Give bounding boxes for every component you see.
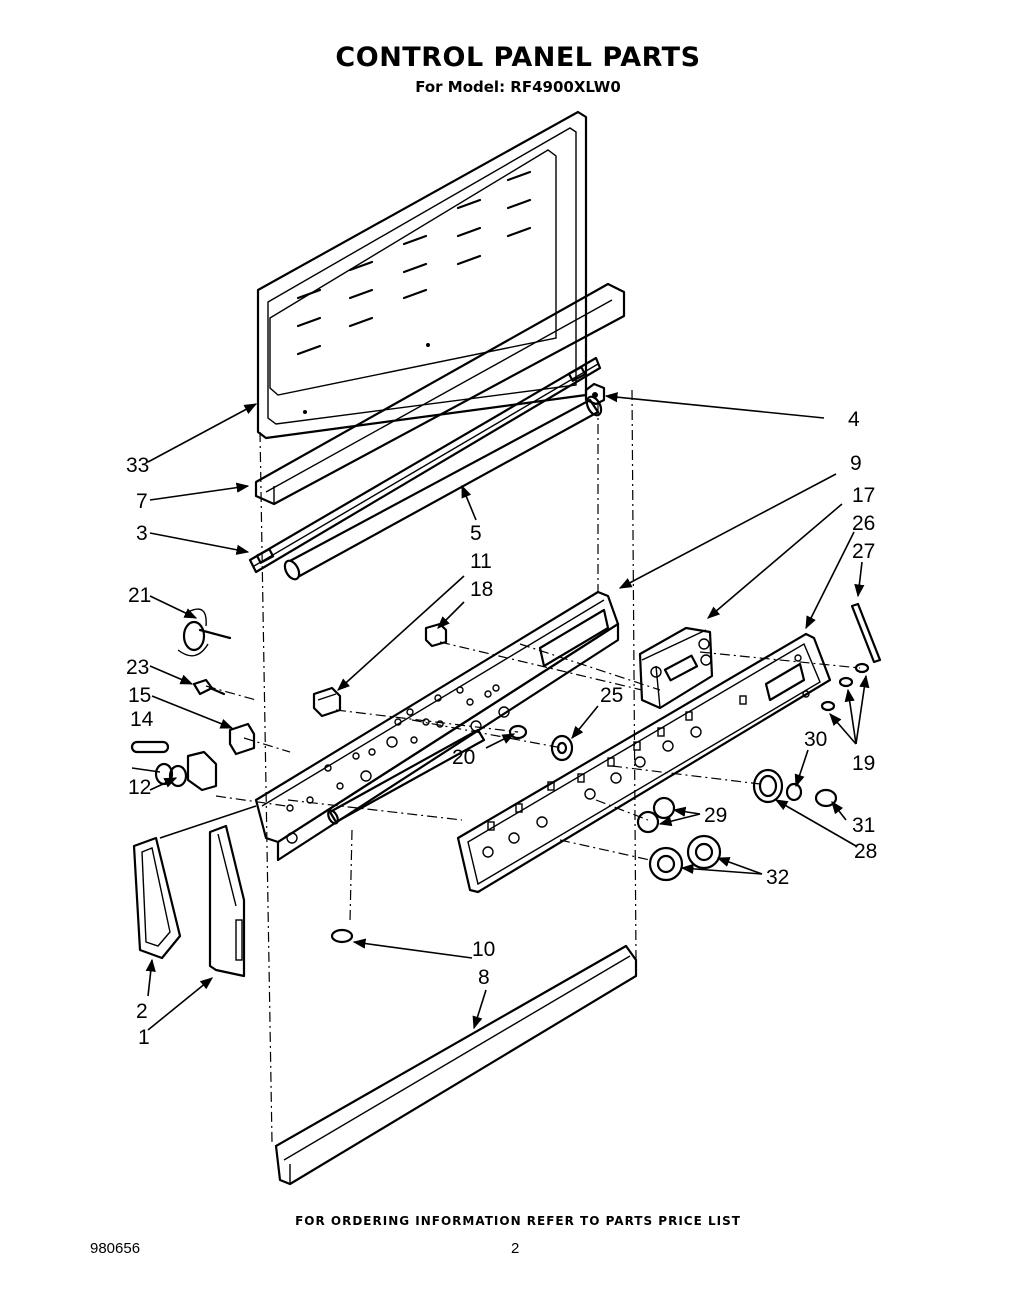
callout-14: 14 — [130, 708, 154, 731]
callout-8: 8 — [478, 966, 490, 989]
callout-11: 11 — [470, 550, 492, 573]
callout-32: 32 — [766, 866, 789, 889]
document-number: 980656 — [90, 1240, 141, 1257]
leader-lines — [145, 392, 870, 1031]
callout-1: 1 — [138, 1026, 150, 1049]
callout-25: 25 — [600, 684, 623, 707]
callout-9: 9 — [850, 452, 862, 475]
part-7-channel-trim — [254, 282, 626, 506]
callout-2: 2 — [136, 1000, 148, 1023]
part-27-trim-strip — [850, 602, 882, 664]
part-21-switch — [177, 608, 232, 657]
callout-29: 29 — [704, 804, 727, 827]
callout-10: 10 — [472, 938, 495, 961]
callout-12: 12 — [128, 776, 151, 799]
part-3-lamp-bracket — [248, 356, 602, 574]
part-9-panel-backing — [254, 590, 620, 862]
callout-30: 30 — [804, 728, 827, 751]
part-25-grommet — [550, 734, 574, 762]
part-32-large-knobs — [648, 834, 722, 882]
page-title: CONTROL PANEL PARTS — [335, 42, 701, 73]
callout-5: 5 — [470, 522, 482, 545]
callout-26: 26 — [852, 512, 875, 535]
page-number: 2 — [511, 1240, 520, 1257]
callout-15: 15 — [128, 684, 151, 707]
ordering-note: FOR ORDERING INFORMATION REFER TO PARTS … — [295, 1214, 741, 1228]
part-11-connector — [312, 686, 342, 718]
callout-labels: 33 7 3 4 5 9 17 26 27 11 18 21 23 15 14 … — [126, 408, 877, 1049]
part-15-receptacle — [228, 722, 256, 756]
alignment-lines — [205, 389, 861, 1143]
part-8-bottom-trim — [274, 944, 638, 1186]
callout-23: 23 — [126, 656, 149, 679]
part-29-small-knobs — [636, 796, 676, 834]
part-17-clock-timer — [638, 626, 714, 710]
callout-28: 28 — [854, 840, 877, 863]
backing-holes — [286, 684, 510, 844]
callout-21: 21 — [128, 584, 151, 607]
part-30-spring — [785, 782, 803, 802]
model-subtitle: For Model: RF4900XLW0 — [415, 78, 621, 96]
burner-graphics — [482, 726, 702, 858]
callout-17: 17 — [852, 484, 875, 507]
callout-31: 31 — [852, 814, 875, 837]
part-14-fuse — [130, 740, 170, 754]
callout-33: 33 — [126, 454, 149, 477]
vent-slots — [296, 170, 532, 356]
part-5-fluorescent-tube — [283, 395, 603, 581]
callout-7: 7 — [136, 490, 148, 513]
part-1-end-cap — [208, 824, 246, 978]
part-31-knob-insert — [814, 788, 838, 808]
callout-3: 3 — [136, 522, 148, 545]
panel-indicators — [487, 695, 747, 831]
part-19-screws — [820, 662, 870, 712]
callout-27: 27 — [852, 540, 875, 563]
part-20-bulb — [508, 724, 528, 740]
part-2-end-gasket — [132, 836, 182, 960]
part-26-front-panel — [456, 632, 832, 894]
callout-4: 4 — [848, 408, 860, 431]
part-10-clip — [330, 928, 354, 944]
part-28-knob — [752, 768, 784, 804]
callout-20: 20 — [452, 746, 475, 769]
part-4-lamp-holder — [584, 382, 606, 406]
callout-19: 19 — [852, 752, 875, 775]
callout-18: 18 — [470, 578, 493, 601]
